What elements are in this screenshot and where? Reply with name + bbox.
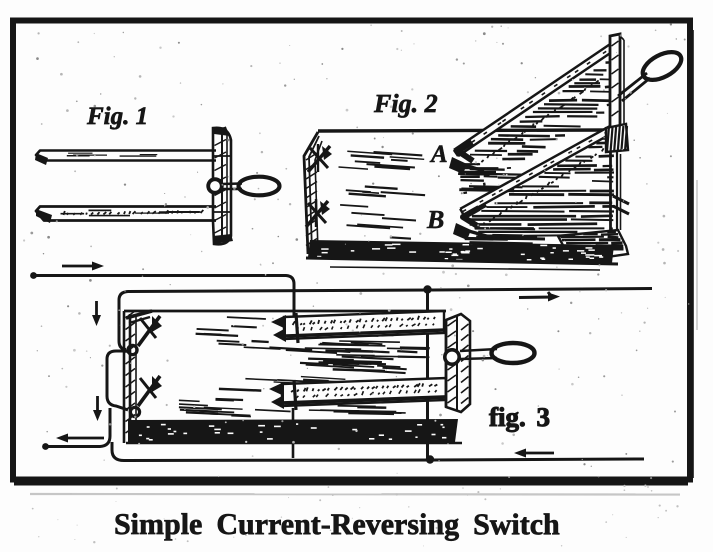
svg-text:fig. 3: fig. 3 [489, 402, 550, 432]
svg-text:B: B [426, 205, 444, 234]
svg-text:Fig. 1: Fig. 1 [86, 103, 148, 130]
svg-text:Simple Current-Reversing Switc: Simple Current-Reversing Switch [114, 508, 560, 541]
svg-text:A: A [429, 141, 448, 168]
svg-text:Fig. 2: Fig. 2 [373, 89, 438, 118]
